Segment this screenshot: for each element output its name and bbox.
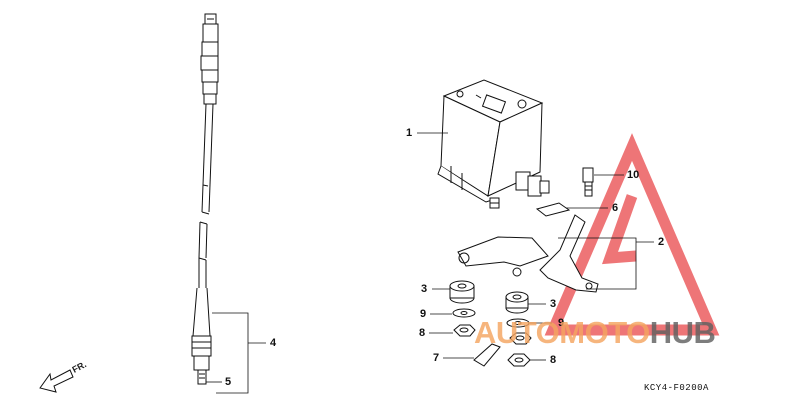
callout-8-left: 8 — [419, 327, 426, 339]
front-direction-arrow — [39, 369, 74, 393]
callout-3-left: 3 — [421, 283, 428, 295]
callout-9-right: 9 — [558, 317, 565, 329]
callout-2: 2 — [658, 236, 665, 248]
callout-3-right: 3 — [550, 298, 557, 310]
drawing-code: KCY4-F0200A — [644, 383, 709, 393]
bolt — [582, 167, 594, 197]
watermark-part1: AUTOMOTO — [474, 315, 650, 350]
callout-1: 1 — [406, 127, 413, 139]
callout-9-left: 9 — [420, 308, 427, 320]
leader-lines — [417, 132, 654, 361]
callout-7: 7 — [433, 352, 440, 364]
callout-6: 6 — [612, 202, 619, 214]
collar-plate — [473, 343, 501, 367]
washers — [452, 308, 530, 328]
speedometer-cable — [191, 13, 219, 385]
watermark-logo: AUTOMOTOHUB — [474, 315, 716, 350]
rubber-damper-left — [449, 280, 475, 304]
callout-10: 10 — [627, 169, 640, 181]
watermark-part2: HUB — [649, 315, 716, 350]
watermark-triangle — [544, 133, 720, 336]
nuts — [453, 324, 532, 367]
rubber-pad — [535, 202, 571, 217]
mounting-bracket — [457, 214, 599, 293]
meter-body — [437, 79, 550, 209]
callout-8-right: 8 — [550, 354, 557, 366]
callout-4: 4 — [270, 337, 277, 349]
cable-leaders — [206, 312, 266, 394]
rubber-damper-right — [505, 291, 529, 314]
callout-5: 5 — [225, 376, 232, 388]
